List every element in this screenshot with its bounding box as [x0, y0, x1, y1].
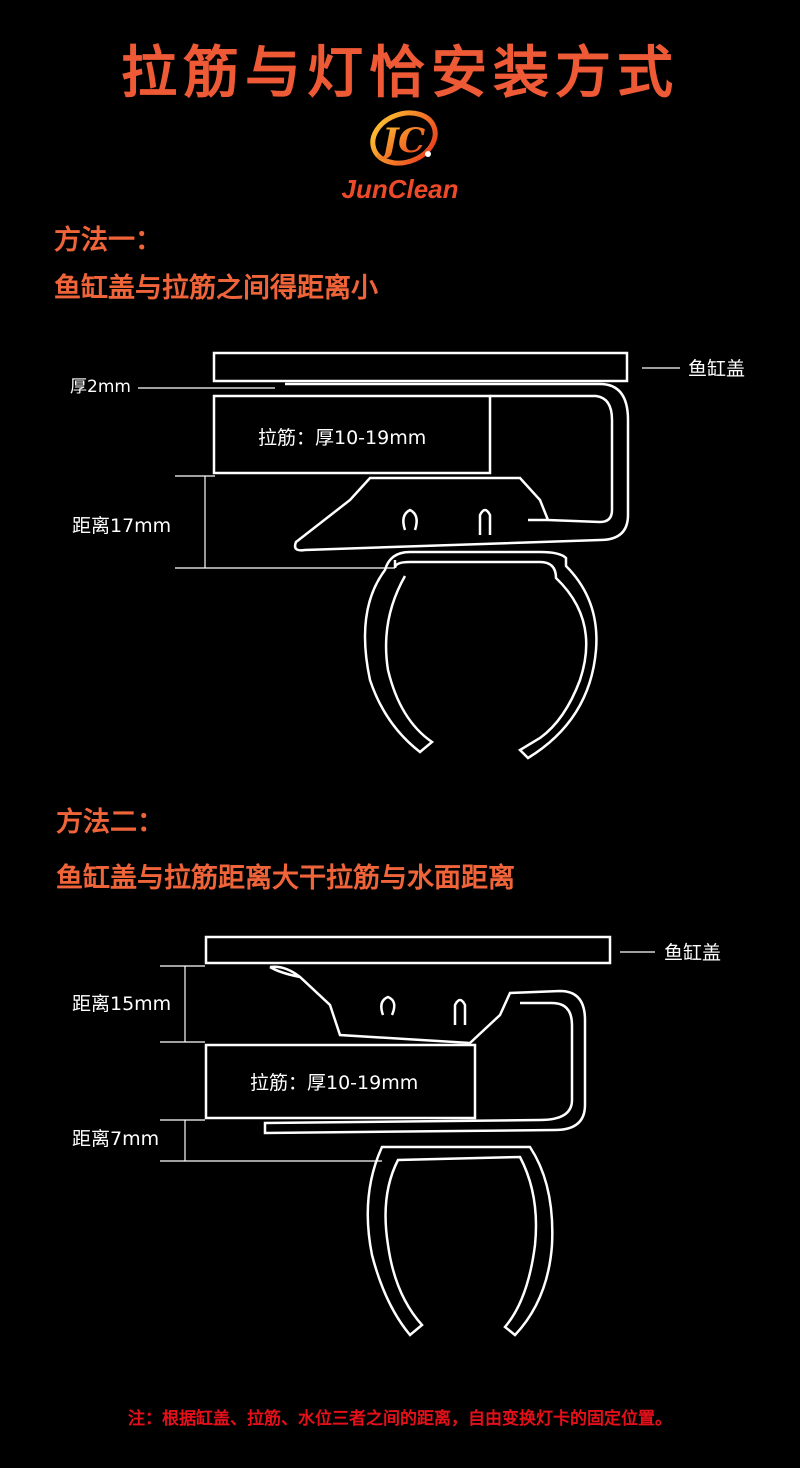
method1-heading: 方法一： [54, 225, 162, 256]
brand-name: JunClean [341, 174, 459, 204]
distance-label: 距离17mm [72, 515, 171, 537]
clip-ring [366, 1145, 554, 1337]
clip-hook [263, 965, 587, 1135]
rib [212, 394, 492, 475]
cover-label: 鱼缸盖 [688, 358, 745, 380]
method1-subheading: 鱼缸盖与拉筋之间得距离小 [54, 273, 378, 304]
brand-logo: JC [370, 110, 438, 166]
thickness-label: 厚2mm [70, 377, 131, 397]
rib-label: 拉筋：厚10-19mm [250, 1072, 418, 1094]
method1-diagram: 鱼缸盖 厚2mm 拉筋：厚10-19mm 距离17mm [70, 351, 745, 760]
rib-label: 拉筋：厚10-19mm [258, 427, 426, 449]
footer-note: 注：根据缸盖、拉筋、水位三者之间的距离，自由变换灯卡的固定位置。 [128, 1409, 672, 1429]
tank-cover [204, 935, 612, 965]
cover-label: 鱼缸盖 [664, 942, 721, 964]
rib [204, 1043, 477, 1120]
clip-ring [363, 550, 598, 760]
distance-bottom-label: 距离7mm [72, 1128, 159, 1150]
tank-cover [212, 351, 629, 383]
svg-text:JC: JC [376, 121, 425, 161]
clip-hook [285, 382, 630, 552]
method2-heading: 方法二： [56, 807, 164, 838]
method2-diagram: 鱼缸盖 距离15mm 拉筋：厚10-19mm 距离7mm [72, 935, 721, 1337]
page-title: 拉筋与灯恰安装方式 [121, 40, 679, 106]
distance-top-label: 距离15mm [72, 993, 171, 1015]
method2-subheading: 鱼缸盖与拉筋距离大干拉筋与水面距离 [56, 863, 515, 894]
